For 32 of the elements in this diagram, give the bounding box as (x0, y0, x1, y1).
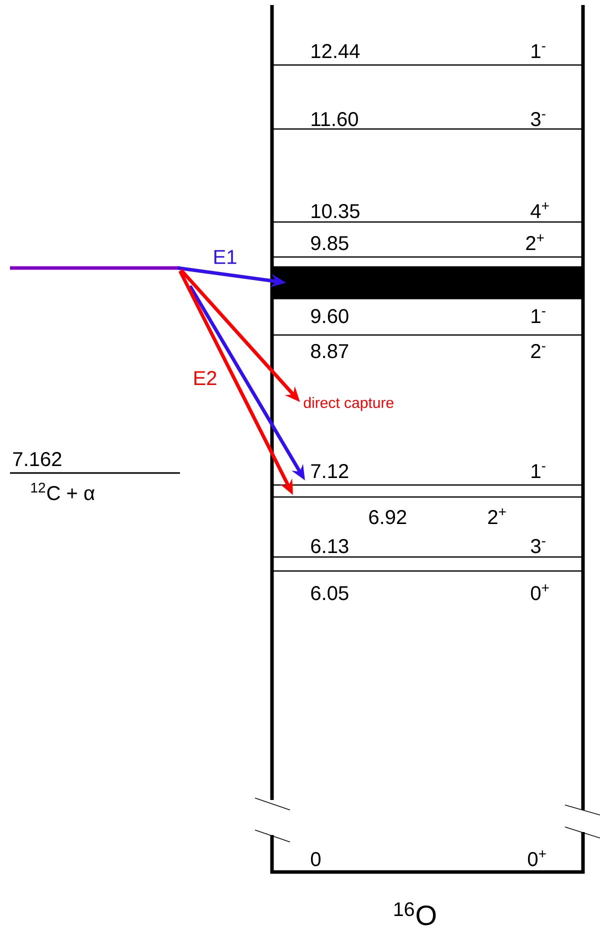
annotation-text: direct capture (304, 397, 394, 411)
spin-parity: 2$^{+}$ (526, 234, 544, 250)
node-text: 8.87 2$^{-}$ (311, 344, 546, 358)
level-scheme-frame (254, 5, 600, 874)
energy-value: 7.12 (311, 464, 348, 478)
spin-parity: 3$^{-}$ (530, 112, 546, 126)
energy-value: 12.44 (312, 44, 360, 58)
energy-value: 6.92 (369, 510, 406, 524)
energy-value: 6.13 (311, 539, 348, 554)
energy-value: 8.87 (311, 344, 348, 358)
spin-parity: 1$^{-}$ (532, 44, 546, 58)
channel-label: $^{12}$C + α (31, 482, 94, 500)
edge-label: E1 (214, 250, 236, 264)
energy-value: 6.05 (311, 586, 348, 600)
broad-level-band (272, 266, 584, 300)
energy-value: 7.162 (13, 452, 62, 466)
edge-label: E2 (194, 371, 216, 385)
spin-parity: 0$^{+}$ (530, 584, 549, 600)
spin-parity: 1$^{-}$ (532, 464, 546, 478)
energy-value: 10.35 (312, 204, 360, 218)
spin-parity: 2$^{-}$ (531, 344, 546, 358)
spin-parity: 4$^{+}$ (530, 202, 549, 218)
energy-value: 9.85 (311, 236, 348, 250)
nucleus-label: $^{16}$O (394, 902, 436, 926)
spin-parity: 3$^{-}$ (530, 539, 546, 554)
spin-parity: 0$^{+}$ (528, 850, 546, 866)
energy-value: 0 (310, 852, 321, 866)
node-text: 0 0$^{+}$ (310, 850, 546, 866)
spin-parity: 2$^{+}$ (488, 508, 506, 524)
spin-parity: 1$^{-}$ (532, 309, 546, 323)
energy-value: 9.60 (311, 309, 348, 324)
energy-value: 11.60 (312, 112, 358, 126)
